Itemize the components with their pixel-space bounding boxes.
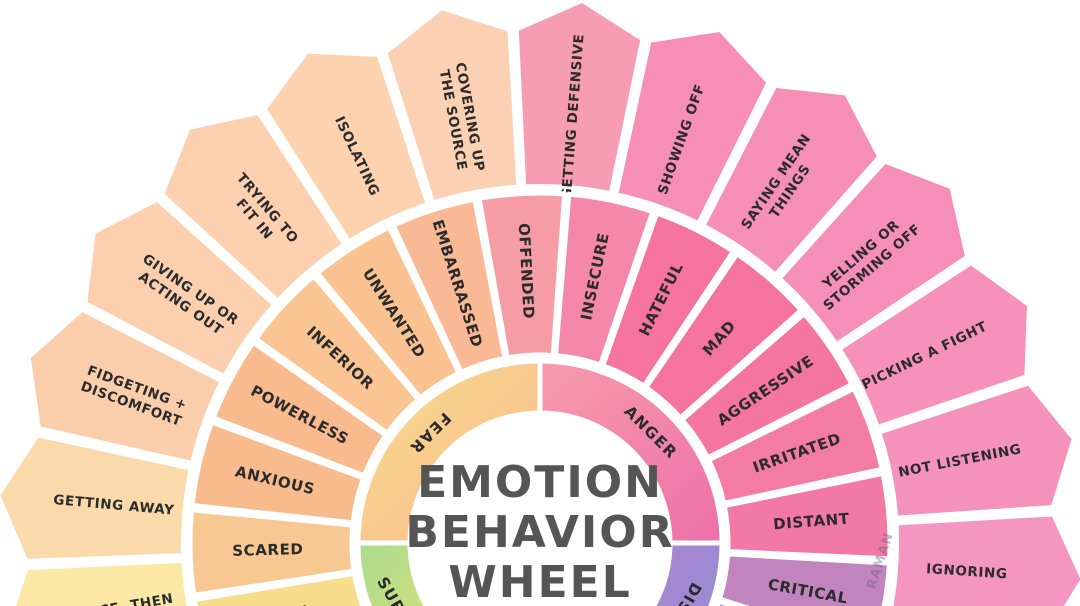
emotion-segment[interactable]: MAD	[643, 251, 804, 421]
core-emotion-anger[interactable]: ANGER	[537, 358, 725, 546]
behavior-segment[interactable]: IGNORING	[887, 510, 1080, 606]
behavior-segment[interactable]: COVERING UPTHE SOURCE	[381, 4, 523, 207]
emotion-segment[interactable]: IRRITATED	[706, 385, 885, 506]
emotion-segment[interactable]: INFERIOR	[253, 273, 422, 436]
emotion-segment[interactable]: DISAPPROVAL	[699, 598, 873, 606]
behavior-label: IGNORING	[926, 561, 1008, 582]
emotion-segment[interactable]: DISTANT	[721, 470, 893, 562]
behavior-segment[interactable]: YELLING ORSTORMING OFF	[775, 157, 972, 349]
behavior-segment[interactable]: SHOWING OFF	[612, 25, 773, 228]
emotion-label: DISTANT	[773, 510, 851, 534]
emotion-segment[interactable]: CRITICAL	[716, 551, 892, 606]
behavior-segment[interactable]: ISOLATING	[260, 47, 432, 246]
middle-ring-group: EXCITEMENTAWECONFUSIONSHOCKSCAREDANXIOUS…	[187, 190, 893, 606]
emotion-segment[interactable]: AGGRESSIVE	[679, 310, 855, 461]
behavior-segment[interactable]: GIVING UP ORACTING OUT	[81, 195, 279, 381]
center-hub	[412, 415, 668, 606]
core-ring-group: FEARANGERDISGUSTSURPRISE	[355, 358, 725, 606]
behavior-segment[interactable]: SILENCE, THENREACTION	[3, 556, 200, 606]
emotion-segment[interactable]: OFFENDED	[476, 190, 568, 361]
emotion-segment[interactable]: INSECURE	[553, 191, 656, 368]
center-title-line-3: WHEEL	[448, 557, 632, 606]
emotion-segment[interactable]: HATEFUL	[600, 210, 736, 389]
emotion-label: OFFENDED	[515, 223, 538, 320]
emotion-segment[interactable]: SHOCK	[192, 570, 368, 606]
behavior-segment[interactable]: SAYING MEANTHINGS	[699, 81, 884, 279]
emotion-segment[interactable]: SCARED	[187, 507, 357, 598]
emotion-segment[interactable]: EMBARRASSED	[390, 196, 508, 375]
behavior-segment[interactable]: FIDGETING +DISCOMFORT	[24, 305, 227, 468]
emotion-label: SCARED	[232, 540, 304, 560]
behavior-segment[interactable]: PICKING A FIGHT	[835, 258, 1034, 432]
behavior-segment[interactable]: GETTING DEFENSIVE	[512, 0, 647, 200]
emotion-segment[interactable]: ANXIOUS	[189, 419, 367, 526]
center-title-group: EMOTION BEHAVIOR WHEEL	[405, 457, 674, 606]
behavior-segment[interactable]: TRYING TOFIT IN	[158, 108, 349, 306]
core-emotion-disgust[interactable]: DISGUST	[605, 540, 725, 606]
center-title-line-1: EMOTION	[417, 457, 663, 508]
center-title-line-2: BEHAVIOR	[405, 507, 674, 558]
behavior-segment[interactable]: NOT LISTENING	[875, 379, 1078, 522]
emotion-segment[interactable]: POWERLESS	[210, 339, 389, 479]
behavior-segment[interactable]: GETTING AWAY	[0, 431, 196, 565]
